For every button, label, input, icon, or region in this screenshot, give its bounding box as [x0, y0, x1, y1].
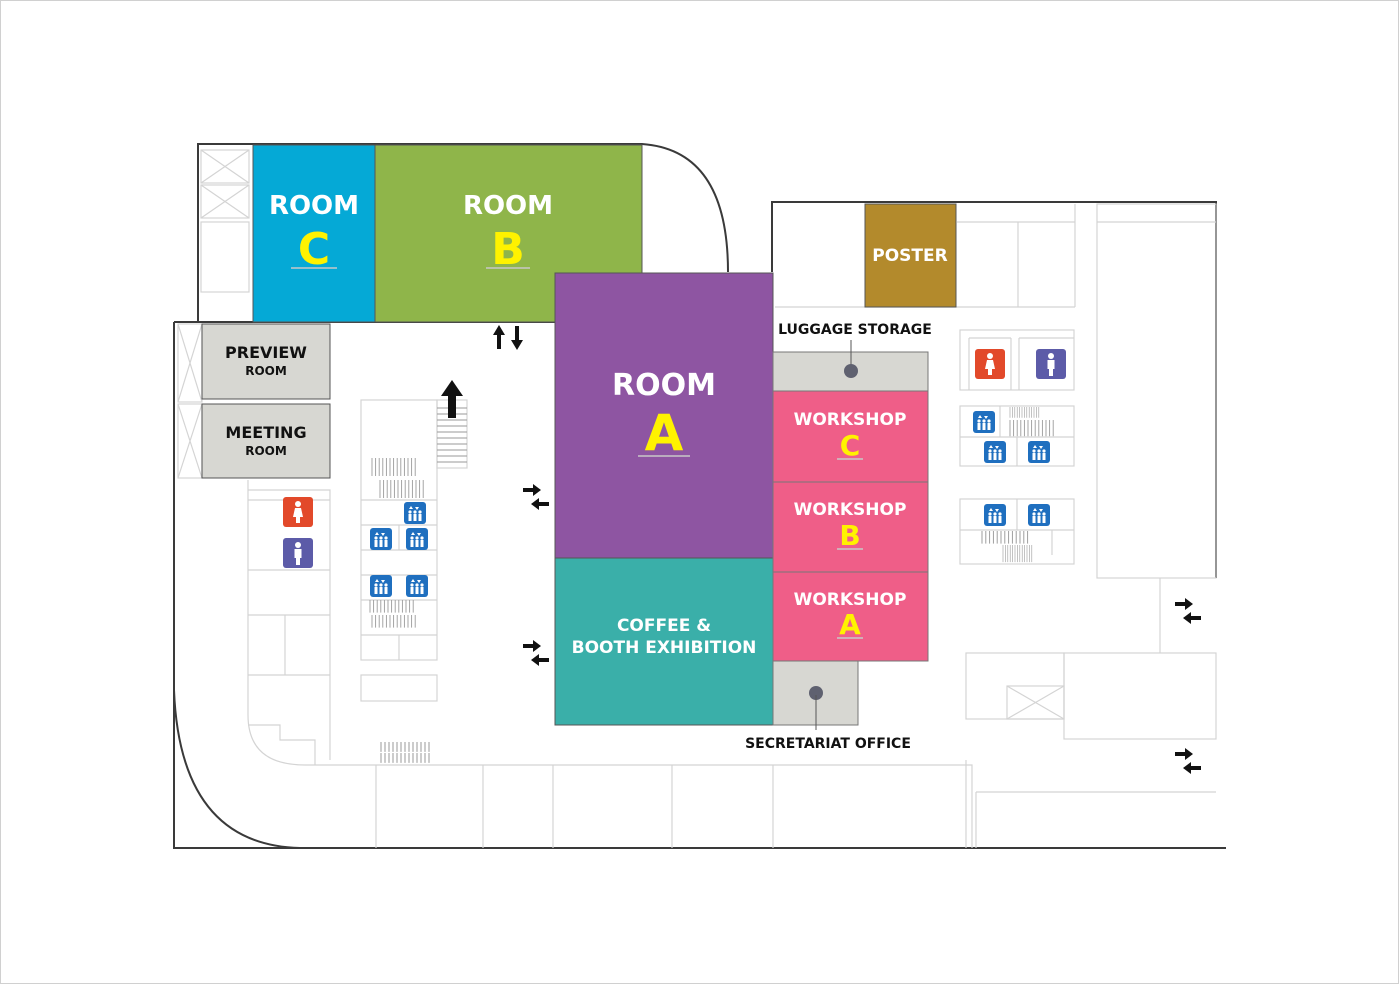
elevator-icon — [406, 528, 428, 550]
room-c-letter: C — [298, 224, 330, 275]
elevator-icon — [1028, 441, 1050, 463]
room-a[interactable]: ROOM A — [554, 272, 774, 559]
workshop-c-letter: C — [840, 429, 861, 462]
room-b-letter: B — [491, 224, 525, 275]
secretariat-office[interactable]: SECRETARIAT OFFICE — [745, 660, 911, 752]
workshop-a-label: WORKSHOP — [794, 590, 907, 610]
elevator-icon — [404, 502, 426, 524]
workshop-c[interactable]: WORKSHOP C — [772, 390, 929, 483]
luggage-marker-dot — [844, 364, 858, 378]
room-a-letter: A — [645, 404, 684, 462]
preview-room-sublabel: ROOM — [245, 364, 287, 378]
coffee-label: COFFEE & — [617, 616, 711, 636]
female-restroom-icon — [283, 497, 313, 527]
entrance-arrows-icon — [523, 640, 549, 666]
male-restroom-icon — [1036, 349, 1066, 379]
female-restroom-icon — [975, 349, 1005, 379]
room-c-label: ROOM — [269, 191, 359, 221]
elevator-icon — [973, 411, 995, 433]
up-down-arrows-icon — [493, 325, 523, 350]
workshop-a-letter: A — [839, 608, 861, 641]
meeting-room[interactable]: MEETING ROOM — [201, 403, 331, 479]
male-restroom-icon — [283, 538, 313, 568]
elevator-icon — [370, 575, 392, 597]
secretariat-office-label: SECRETARIAT OFFICE — [745, 736, 911, 752]
elevator-icon — [984, 441, 1006, 463]
elevator-icon — [1028, 504, 1050, 526]
room-b-label: ROOM — [463, 191, 553, 221]
workshop-b-label: WORKSHOP — [794, 500, 907, 520]
secretariat-marker-dot — [809, 686, 823, 700]
room-c[interactable]: ROOM C — [252, 144, 376, 323]
poster-label: POSTER — [872, 246, 947, 266]
booth-exhibition-label: BOOTH EXHIBITION — [572, 638, 757, 658]
workshop-a[interactable]: WORKSHOP A — [772, 571, 929, 662]
elevator-icon — [370, 528, 392, 550]
coffee-booth-exhibition[interactable]: COFFEE & BOOTH EXHIBITION — [554, 557, 774, 726]
poster-area[interactable]: POSTER — [864, 203, 957, 308]
escalator-arrow-icon — [441, 380, 463, 418]
meeting-label: MEETING — [225, 423, 306, 442]
entrance-arrows-icon — [523, 484, 549, 510]
preview-room[interactable]: PREVIEW ROOM — [201, 323, 331, 400]
workshop-b-letter: B — [839, 519, 860, 552]
workshop-b[interactable]: WORKSHOP B — [772, 481, 929, 573]
room-a-label: ROOM — [612, 368, 716, 403]
entrance-arrows-icon — [1175, 748, 1201, 774]
workshop-c-label: WORKSHOP — [794, 410, 907, 430]
elevator-icon — [984, 504, 1006, 526]
meeting-room-sublabel: ROOM — [245, 444, 287, 458]
entrance-arrows-icon — [1175, 598, 1201, 624]
elevator-icon — [406, 575, 428, 597]
luggage-storage[interactable]: LUGGAGE STORAGE — [772, 322, 932, 392]
preview-label: PREVIEW — [225, 343, 307, 362]
luggage-storage-label: LUGGAGE STORAGE — [778, 322, 932, 338]
